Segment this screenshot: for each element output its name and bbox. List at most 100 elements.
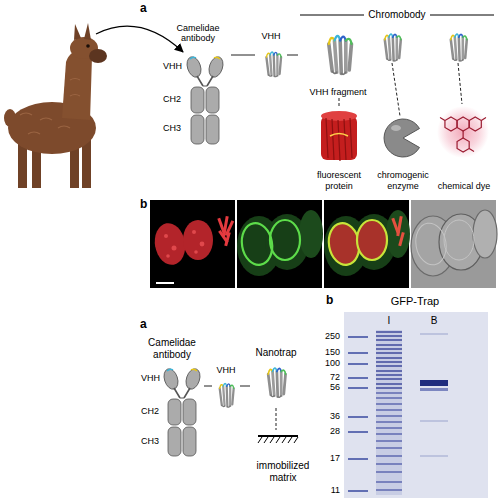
node-label: chromogenic enzyme bbox=[372, 170, 434, 191]
micrograph-red-part-part bbox=[172, 246, 177, 251]
fluorescent-protein-barrel-part bbox=[330, 134, 348, 137]
marker-size: 36 bbox=[330, 412, 340, 421]
micrograph-green-part bbox=[237, 200, 322, 288]
micrograph-red-part-part bbox=[166, 254, 170, 258]
micrograph-merge-part-part bbox=[398, 232, 405, 246]
antibody-node: Camelidae antibody bbox=[165, 22, 231, 166]
marker-size: 56 bbox=[330, 383, 340, 392]
vhh-symbol bbox=[266, 52, 281, 77]
panel-letter: b bbox=[326, 294, 333, 306]
llama-illustration-part bbox=[74, 24, 81, 40]
protein-node: fluorescent protein bbox=[308, 108, 370, 192]
micrograph-red-part bbox=[156, 282, 174, 284]
marker-size: 150 bbox=[325, 348, 340, 357]
connector-line bbox=[240, 386, 250, 387]
connector-line bbox=[231, 55, 255, 56]
marker-size: 11 bbox=[331, 486, 340, 495]
sds-gel-part bbox=[376, 330, 402, 495]
gel-node: GFP-Trap bbox=[342, 294, 488, 498]
micrograph-green-part bbox=[270, 220, 300, 260]
antibody-symbol bbox=[162, 367, 203, 456]
node-label: immobilized matrix bbox=[248, 460, 318, 483]
dye-molecule bbox=[437, 106, 489, 158]
node-label: fluorescent protein bbox=[308, 170, 370, 191]
dye-molecule-part-part bbox=[457, 117, 469, 131]
sds-gel-part bbox=[376, 332, 402, 388]
domain-label: CH3 bbox=[163, 124, 181, 133]
llama-illustration-part bbox=[62, 50, 92, 120]
domain-label: CH3 bbox=[141, 437, 159, 446]
panel-letter: b bbox=[140, 198, 147, 210]
dye-node: chemical dye bbox=[434, 108, 494, 192]
fluorescent-protein-barrel bbox=[321, 111, 357, 161]
micrograph-merge-part bbox=[386, 210, 410, 258]
dye-molecule-part bbox=[440, 117, 486, 152]
vhh-symbol bbox=[329, 36, 352, 74]
llama-illustration-part bbox=[84, 23, 91, 40]
connector-line bbox=[339, 98, 340, 108]
panel-letter: a bbox=[140, 2, 147, 14]
panel-letter: a bbox=[140, 318, 147, 330]
fragment-node: VHH bbox=[212, 364, 240, 408]
micrograph-merge bbox=[324, 200, 410, 288]
antibody-symbol bbox=[185, 55, 226, 144]
micrograph-merge-part bbox=[357, 220, 387, 260]
matrix-hatch-part bbox=[258, 437, 298, 443]
micrograph-red-part bbox=[164, 230, 204, 258]
micrograph-green-part bbox=[299, 210, 323, 258]
nanotrap-node: Nanotrap bbox=[250, 346, 302, 408]
node-label: GFP-Trap bbox=[391, 295, 440, 308]
node-label: Nanotrap bbox=[255, 347, 296, 359]
group-node: ChromobodyVHH fragmentfluorescent protei… bbox=[298, 8, 496, 194]
micrograph-green bbox=[237, 200, 323, 288]
micrograph-red-part bbox=[183, 220, 213, 260]
llama-illustration-part bbox=[89, 49, 107, 63]
dye-molecule-part bbox=[437, 106, 489, 158]
dye-molecule-part-part bbox=[457, 138, 469, 152]
lane-label: B bbox=[431, 316, 438, 326]
micrograph-merge-part bbox=[391, 216, 404, 246]
micrograph-red-part-part bbox=[194, 250, 198, 254]
marker-size: 72 bbox=[330, 373, 340, 382]
fragment-node: VHH bbox=[255, 30, 287, 80]
sds-gel-part bbox=[420, 380, 448, 386]
marker-size: 250 bbox=[325, 332, 340, 341]
connector-line bbox=[287, 55, 298, 56]
sds-gel-part bbox=[348, 337, 368, 491]
fluorescent-protein-barrel-part bbox=[321, 116, 357, 160]
micrograph-red bbox=[150, 200, 235, 288]
lane-label: I bbox=[388, 316, 391, 326]
micrograph-red-part bbox=[152, 221, 189, 268]
tether-line bbox=[392, 63, 400, 116]
micrograph-merge-part bbox=[324, 200, 409, 288]
marker-size: 17 bbox=[330, 454, 340, 463]
micrograph-red-part-part bbox=[164, 234, 168, 238]
domain-label: VHH bbox=[163, 62, 182, 71]
micrograph-red-part-part bbox=[192, 230, 196, 234]
llama-illustration-part bbox=[20, 79, 80, 135]
node-label: Camelidae antibody bbox=[140, 337, 204, 360]
dye-molecule-part-part bbox=[469, 117, 481, 131]
sds-gel-part bbox=[420, 388, 448, 391]
connector-line bbox=[276, 408, 277, 430]
node-label: Camelidae antibody bbox=[165, 23, 231, 44]
enzyme-node: chromogenic enzyme bbox=[372, 108, 434, 192]
micrograph-dic bbox=[411, 200, 497, 288]
micrograph-red-part bbox=[150, 200, 235, 288]
dye-molecule-part-part bbox=[445, 117, 457, 131]
llama-illustration bbox=[4, 23, 107, 188]
domain-label: CH2 bbox=[141, 407, 159, 416]
curved-arrow bbox=[96, 26, 183, 52]
sds-gel-part bbox=[344, 312, 488, 498]
node-label: VHH bbox=[216, 365, 235, 375]
node-label: chemical dye bbox=[438, 181, 491, 191]
micrograph-dic-part bbox=[473, 210, 497, 258]
fluorescent-protein-barrel-part bbox=[326, 118, 352, 161]
marker-size: 28 bbox=[330, 427, 340, 436]
connector-line bbox=[204, 386, 212, 387]
micrograph-dic-part bbox=[411, 200, 496, 288]
sds-gel-part bbox=[376, 393, 402, 490]
micrograph-dic-part bbox=[444, 220, 474, 260]
